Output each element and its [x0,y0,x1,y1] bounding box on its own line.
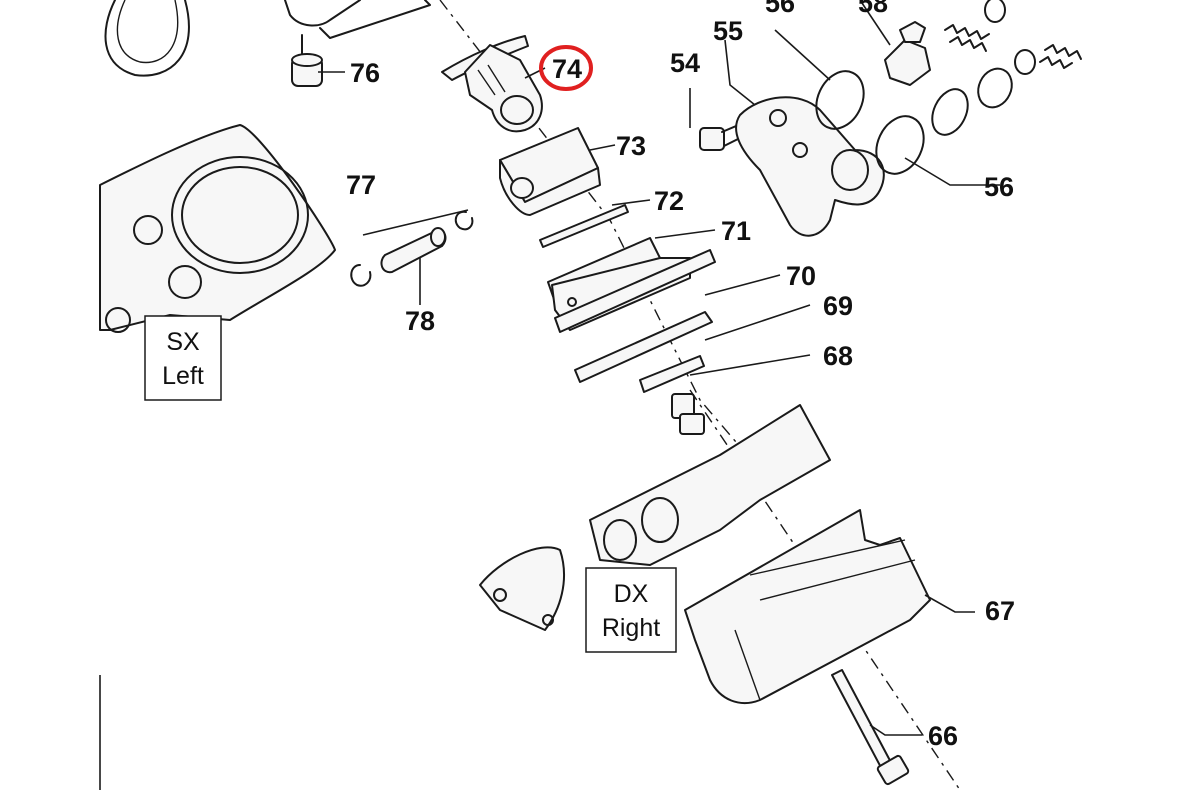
part-76-plug [291,34,323,87]
part-label-77: 77 [346,170,376,200]
label-box-left-line1: SX [166,328,200,356]
part-label-73: 73 [616,131,646,161]
label-box-right: DX Right [585,567,677,653]
label-box-right-line1: DX [614,580,649,608]
part-74-lever [441,35,543,133]
part-label-76: 76 [350,58,380,88]
part-69-plate [639,355,705,393]
part-68-pin [671,393,705,435]
part-label-66: 66 [928,721,958,751]
part-label-68: 68 [823,341,853,371]
part-springs [944,0,1082,109]
part-number-labels: 56 58 55 54 56 76 74 73 72 71 70 69 68 7… [346,0,1015,751]
part-55-head-cover [735,96,885,237]
part-label-55: 55 [713,16,743,46]
left-housing [99,124,336,333]
label-box-left-line2: Left [162,362,204,390]
part-71-cylinder [547,237,716,333]
part-label-67: 67 [985,596,1015,626]
label-box-left: SX Left [144,315,222,401]
part-58-valve [884,21,931,86]
part-label-72: 72 [654,186,684,216]
part-67-guide-rail [684,509,931,705]
highlight-circle-74 [539,45,593,91]
part-label-70: 70 [786,261,816,291]
part-77-circlips [350,210,474,287]
part-label-56-bottom: 56 [984,172,1014,202]
part-label-54: 54 [670,48,700,78]
o-ring-partial-top-left [104,0,190,77]
part-78-pin [380,227,447,274]
part-label-78: 78 [405,306,435,336]
part-66-bolt [831,669,910,786]
part-70-plate [574,311,713,383]
part-top-fitting [284,0,431,39]
part-56-o-rings [815,70,969,175]
part-label-69: 69 [823,291,853,321]
part-73-valve-block [499,127,601,216]
leader-lines [318,0,1000,736]
part-label-58: 58 [858,0,888,18]
part-72-gasket [539,204,629,248]
right-housing [479,404,831,631]
part-label-74: 74 [552,54,582,84]
label-box-right-line2: Right [602,614,660,642]
part-label-71: 71 [721,216,751,246]
part-label-56-top: 56 [765,0,795,18]
